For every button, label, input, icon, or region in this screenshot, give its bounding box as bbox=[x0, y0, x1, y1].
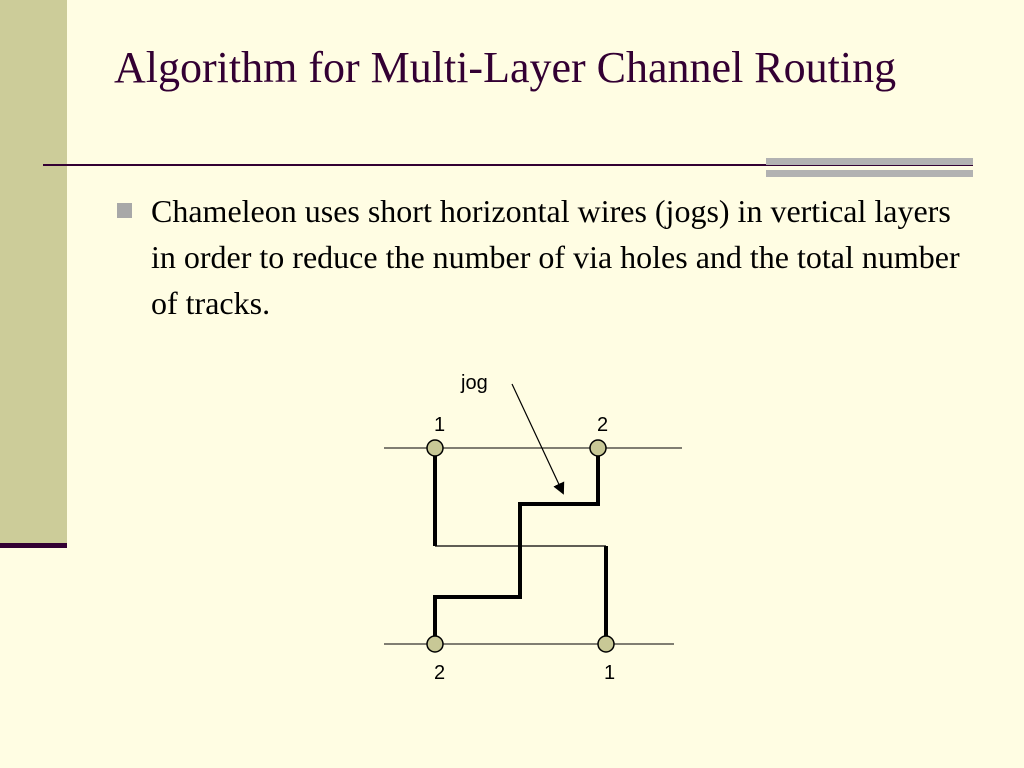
top-pin-1 bbox=[426, 439, 444, 457]
bottom-pin-label-right: 1 bbox=[604, 662, 615, 684]
jog-label: jog bbox=[460, 372, 488, 394]
bottom-pin-1 bbox=[597, 635, 615, 653]
top-pin-2 bbox=[589, 439, 607, 457]
jog-arrow bbox=[511, 383, 565, 495]
bullet-text: Chameleon uses short horizontal wires (j… bbox=[151, 193, 960, 321]
bottom-pin-2 bbox=[426, 635, 444, 653]
divider-stripe-bottom bbox=[766, 170, 973, 177]
divider-stripe-top bbox=[766, 158, 973, 165]
title-divider bbox=[43, 164, 973, 166]
top-pin-label-left: 1 bbox=[434, 414, 445, 436]
title-divider-accent bbox=[766, 158, 973, 178]
top-pin-label-right: 2 bbox=[597, 414, 608, 436]
slide-title: Algorithm for Multi-Layer Channel Routin… bbox=[114, 43, 897, 92]
left-accent-bar bbox=[0, 0, 67, 545]
square-bullet-icon bbox=[117, 203, 132, 218]
left-accent-bar-edge bbox=[0, 543, 67, 548]
bottom-pin-label-left: 2 bbox=[434, 662, 445, 684]
